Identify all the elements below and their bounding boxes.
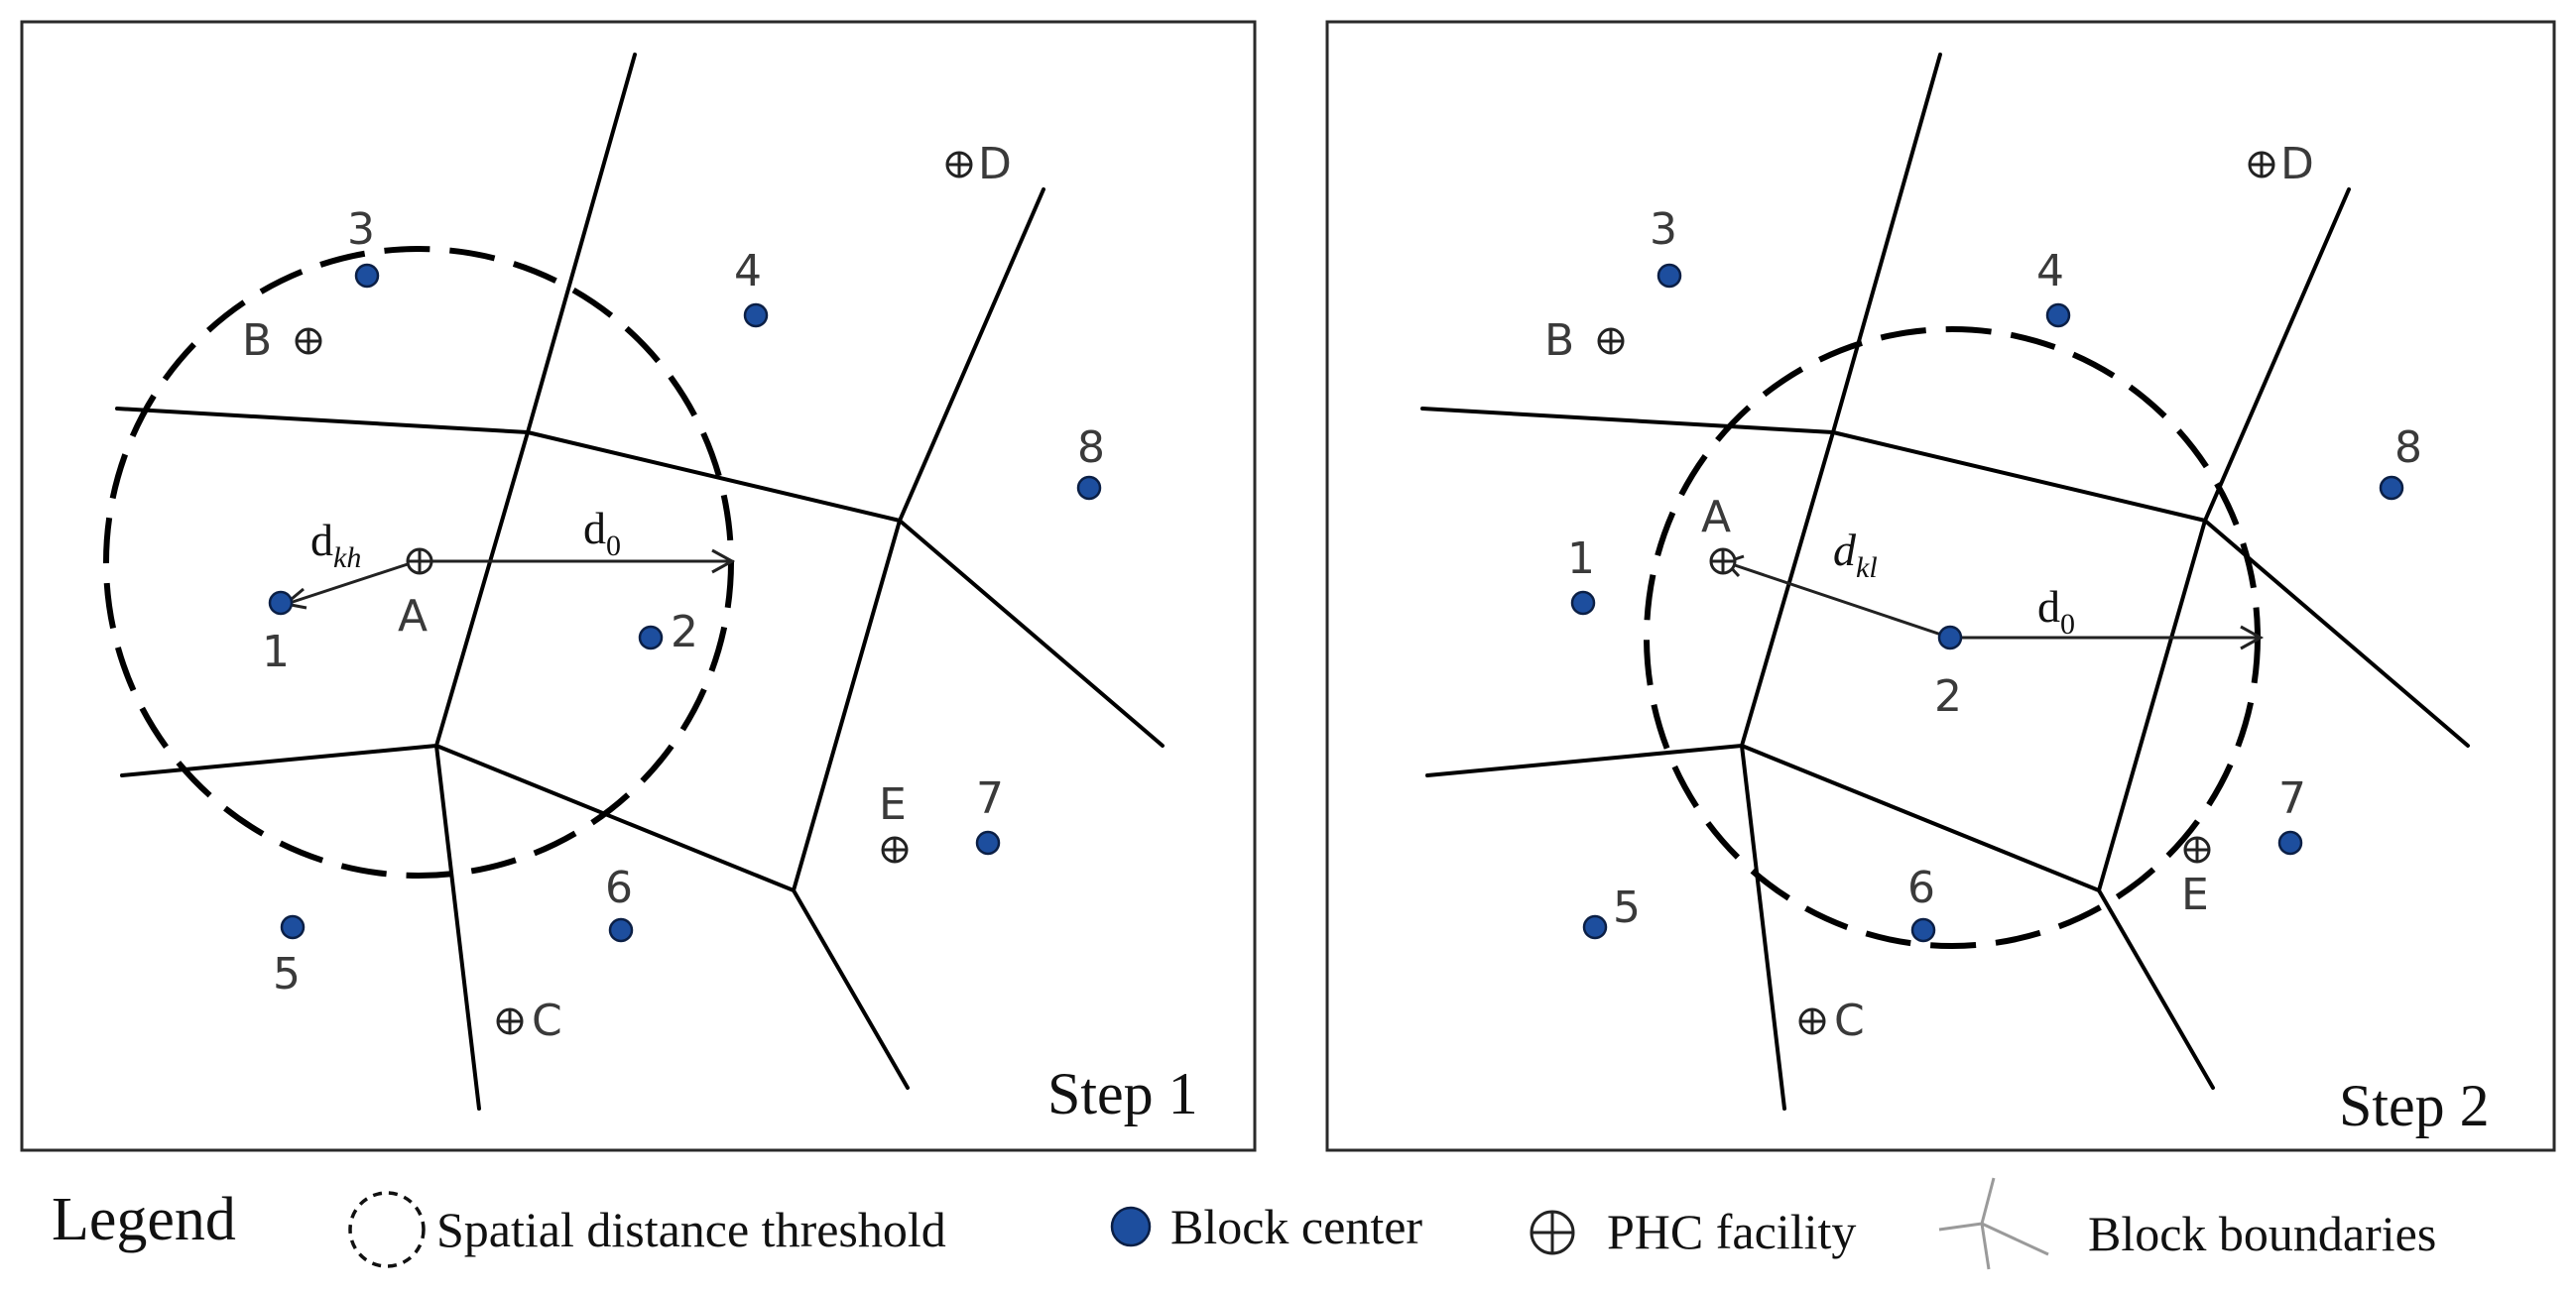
legend-block-center-icon [1110,1206,1152,1247]
facility-icon-e [881,836,909,864]
facility-label-e: E [879,779,907,830]
panel-step-1: dkh d0 1 2 3 4 5 6 7 8 [20,20,1257,1152]
facility-label-e: E [2181,870,2209,920]
legend-block-boundaries-label: Block boundaries [2088,1206,2436,1261]
threshold-arrow-d0 [427,548,736,574]
block-center-4 [743,302,769,328]
facility-icon-b [1597,327,1625,355]
facility-label-b: B [242,315,272,366]
block-center-7 [975,830,1001,856]
facility-label-d: D [2280,139,2314,189]
phc-facilities [295,151,973,1035]
block-center-1 [1570,590,1596,616]
phc-facilities [1597,151,2275,1035]
legend-title: Legend [52,1186,236,1253]
block-label-5: 5 [1613,883,1641,933]
legend-threshold-label: Spatial distance threshold [436,1202,946,1257]
block-label-7: 7 [976,773,1004,824]
block-center-5 [280,914,306,940]
block-label-8: 8 [2394,422,2422,473]
panel-step-2: dkl d0 1 2 3 4 5 6 7 8 [1325,20,2556,1152]
step-label-2: Step 2 [2339,1073,2490,1138]
block-boundaries [1420,53,2470,1111]
facility-label-a: A [1701,492,1731,542]
block-center-3 [354,263,380,289]
block-center-4 [2045,302,2071,328]
block-label-3: 3 [347,204,375,255]
block-center-2 [638,625,664,650]
step-label-1: Step 1 [1047,1061,1198,1126]
legend-phc-facility-icon [1530,1210,1575,1255]
block-center-8 [1076,475,1102,501]
threshold-label-d0: d0 [2037,581,2075,641]
legend-phc-facility-label: PHC facility [1607,1204,1856,1259]
block-center-1 [268,590,294,616]
block-label-8: 8 [1077,422,1105,473]
facility-icon-a [1709,547,1737,575]
block-center-5 [1582,914,1608,940]
facility-icon-d [945,151,973,178]
block-label-7: 7 [2278,773,2306,824]
facility-label-b: B [1544,315,1574,366]
block-centers [1570,263,2404,943]
facility-labels: A B C D E [1544,139,2314,1046]
panel-frame [20,20,1257,1152]
threshold-label-d0: d0 [583,503,621,562]
block-labels: 1 2 3 4 5 6 7 8 [262,204,1105,1000]
block-label-5: 5 [273,949,301,1000]
facility-icon-c [1798,1007,1826,1035]
facility-label-c: C [532,996,562,1046]
block-label-1: 1 [262,627,290,677]
block-label-6: 6 [1907,863,1935,913]
threshold-arrow-d0 [1959,625,2265,650]
block-center-2 [1937,625,1963,650]
block-label-1: 1 [1567,533,1595,584]
facility-icon-a [406,547,433,575]
block-label-4: 4 [734,246,762,296]
block-center-6 [1910,917,1936,943]
block-label-4: 4 [2036,246,2064,296]
legend-block-center-label: Block center [1170,1199,1422,1254]
facility-labels: A B C D E [242,139,1012,1046]
block-center-7 [2277,830,2303,856]
facility-label-d: D [978,139,1012,189]
panel-frame [1325,20,2556,1152]
facility-label-a: A [398,591,428,642]
distance-label-dkh: dkh [310,515,361,574]
block-label-2: 2 [1934,671,1962,722]
block-boundaries [115,53,1165,1111]
block-label-3: 3 [1650,204,1677,255]
block-label-6: 6 [605,863,633,913]
facility-icon-d [2248,151,2275,178]
block-center-8 [2379,475,2404,501]
legend: Legend Spatial distance threshold Block … [52,1177,2436,1270]
facility-label-c: C [1834,996,1865,1046]
legend-threshold-icon [348,1191,426,1268]
facility-icon-c [496,1007,524,1035]
legend-block-boundaries-icon [1938,1177,2049,1270]
block-center-3 [1656,263,1682,289]
block-center-6 [608,917,634,943]
block-labels: 1 2 3 4 5 6 7 8 [1567,204,2422,933]
block-label-2: 2 [671,607,698,657]
block-centers [268,263,1102,943]
distance-label-dkl: dkl [1833,525,1878,584]
facility-icon-e [2183,836,2211,864]
facility-icon-b [295,327,322,355]
